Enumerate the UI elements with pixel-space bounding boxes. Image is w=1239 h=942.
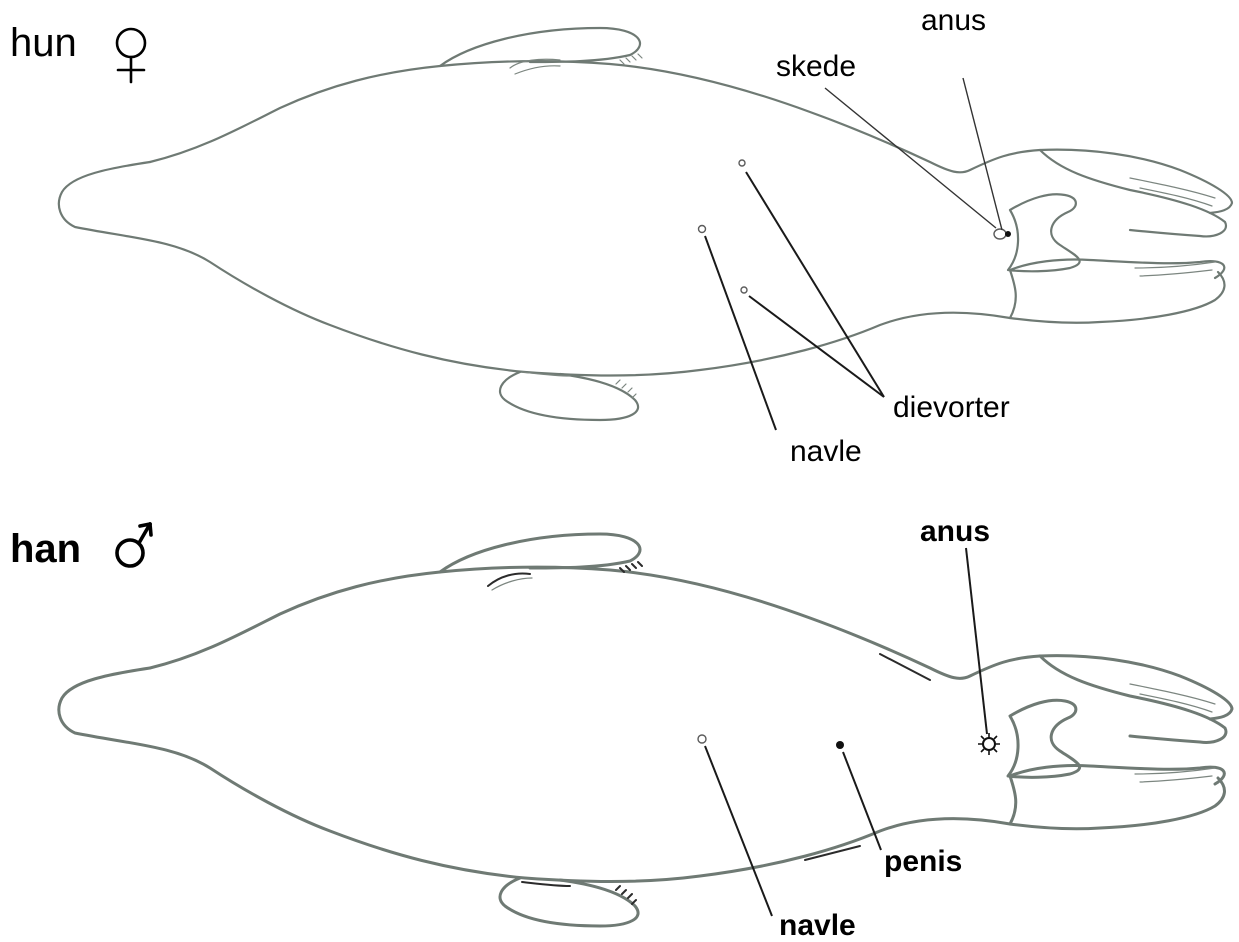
female-dievorter-leader-upper [746,172,884,397]
female-back-outline [150,61,1232,213]
male-symbol-icon [117,524,151,566]
female-teat-upper [739,160,745,166]
male-diagram: han [10,515,1232,942]
male-back-outline [150,567,1232,719]
female-dievorter-leader-lower [749,296,884,397]
female-dievorter-label: dievorter [893,391,1010,424]
female-teat-lower [741,287,747,293]
male-penis-label: penis [884,845,962,878]
female-anus-label: anus [921,4,986,37]
female-heading: hun [10,21,77,65]
female-lower-flipper [500,372,638,420]
male-anus-leader [966,548,987,734]
male-anus-star-icon [978,733,1000,755]
female-diagram: hun [10,4,1232,468]
male-navel-dot [698,735,706,743]
male-anus-label: anus [920,515,990,548]
female-navel-dot [699,226,706,233]
female-navle-label: navle [790,435,862,468]
female-vagina-dot [994,229,1006,239]
female-skede-label: skede [776,50,856,83]
male-penis-dot [836,741,844,749]
female-anus-leader [963,78,1002,230]
male-navle-label: navle [779,909,856,942]
male-navle-leader [705,746,772,916]
female-anus-dot [1005,231,1011,237]
male-penis-leader [843,752,881,850]
female-symbol-icon [117,29,145,82]
female-navle-leader [705,236,776,430]
male-heading: han [10,527,81,571]
